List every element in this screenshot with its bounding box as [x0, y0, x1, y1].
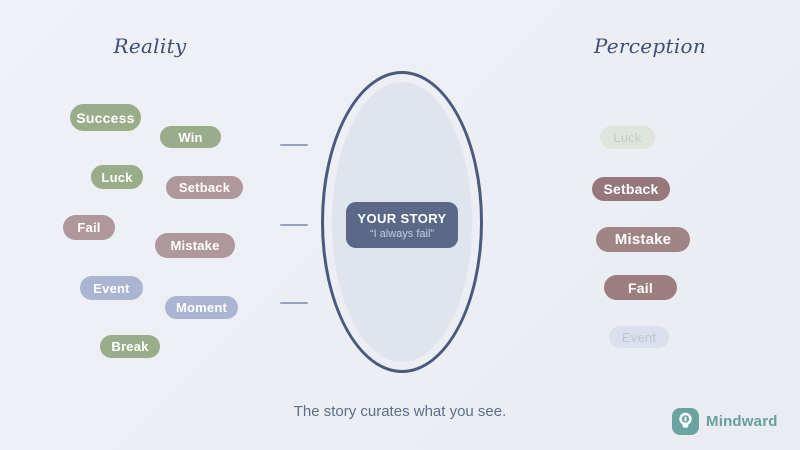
- reality-title: Reality: [113, 34, 187, 58]
- perception-pill-mistake: Mistake: [596, 227, 690, 252]
- perception-pill-event: Event: [609, 326, 669, 348]
- story-lens-ellipse: [321, 71, 483, 373]
- lightbulb-icon: [672, 408, 699, 435]
- reality-pill-success: Success: [70, 104, 141, 131]
- your-story-quote: “I always fail”: [369, 227, 435, 240]
- perception-pill-luck: Luck: [600, 126, 655, 149]
- your-story-label: YOUR STORY: [357, 210, 447, 226]
- lens-tick-middle: [280, 224, 308, 226]
- reality-pill-setback: Setback: [166, 176, 243, 199]
- perception-title: Perception: [593, 34, 707, 58]
- your-story-box: YOUR STORY “I always fail”: [346, 202, 458, 248]
- reality-pill-event: Event: [80, 276, 143, 300]
- perception-pill-fail: Fail: [604, 275, 677, 300]
- perception-pill-setback: Setback: [592, 177, 670, 201]
- lens-tick-bottom: [280, 302, 308, 304]
- reality-pill-luck: Luck: [91, 165, 143, 189]
- reality-pill-break: Break: [100, 335, 160, 358]
- brand-logo: Mindward: [672, 408, 778, 435]
- reality-pill-win: Win: [160, 126, 221, 148]
- caption-text: The story curates what you see.: [293, 403, 507, 420]
- reality-pill-fail: Fail: [63, 215, 115, 240]
- reality-pill-moment: Moment: [165, 296, 238, 319]
- reality-pill-mistake: Mistake: [155, 233, 235, 258]
- brand-name: Mindward: [706, 413, 778, 430]
- lens-tick-top: [280, 144, 308, 146]
